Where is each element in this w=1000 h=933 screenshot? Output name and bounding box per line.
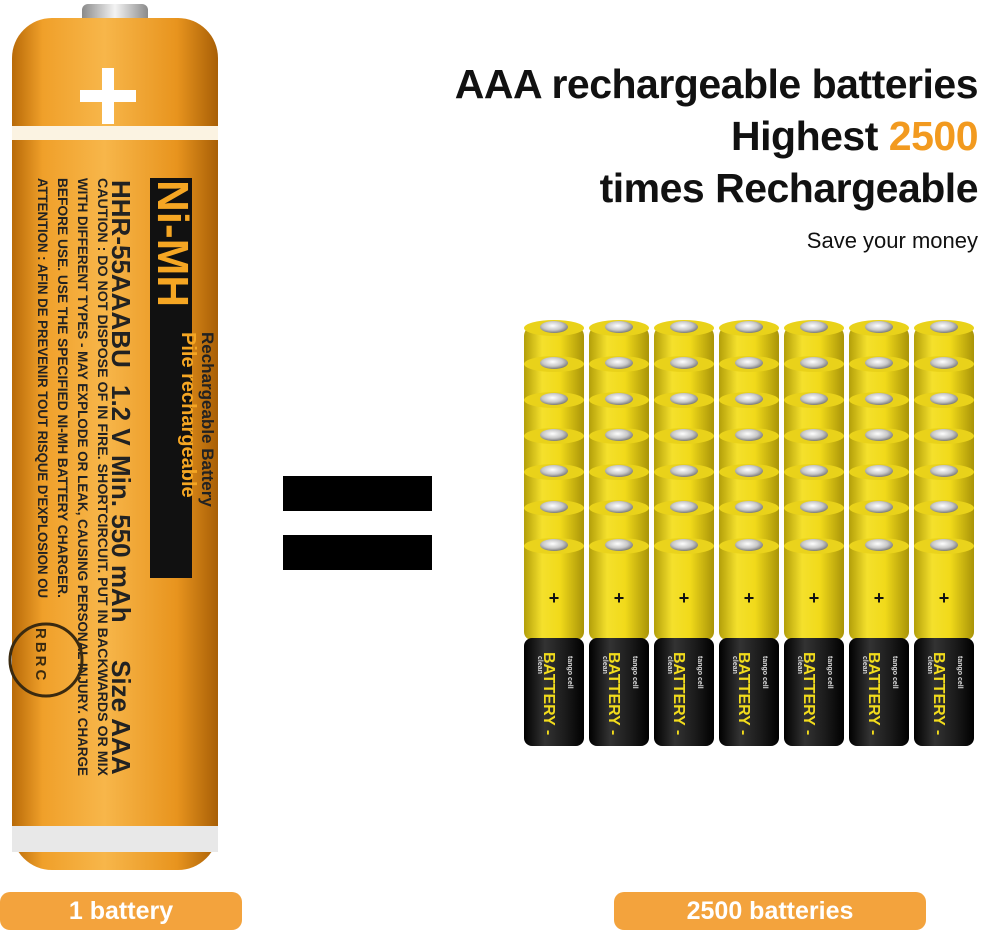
headline-accent-number: 2500 xyxy=(888,113,979,159)
battery-model: HHR-55AAABU xyxy=(106,180,136,368)
battery-small-text-top: clean xyxy=(601,656,608,674)
battery-main-text: BATTERY - xyxy=(735,652,752,735)
label-2500-batteries: 2500 batteries xyxy=(614,892,926,930)
plus-icon: + xyxy=(679,588,690,608)
headline-line-1: AAA rechargeable batteries xyxy=(454,61,979,107)
equals-bar-bottom xyxy=(283,535,432,570)
battery-caution-3: BEFORE USE. USE THE SPECIFIED NI-MH BATT… xyxy=(55,178,70,598)
battery-small-text-top: clean xyxy=(861,656,868,674)
battery-small-text-bottom: tango cell xyxy=(826,656,833,689)
battery-small-text-bottom: tango cell xyxy=(956,656,963,689)
battery-type-fr: Pile rechargeable xyxy=(177,332,199,498)
plus-icon: + xyxy=(939,588,950,608)
label-one-battery: 1 battery xyxy=(0,892,242,930)
battery-small-text-bottom: tango cell xyxy=(631,656,638,689)
battery-small-text-top: clean xyxy=(731,656,738,674)
battery-main-text: BATTERY - xyxy=(670,652,687,735)
plus-icon xyxy=(80,68,136,124)
battery-voltage: 1.2 V xyxy=(106,385,136,446)
plus-icon: + xyxy=(549,588,560,608)
battery-main-text: BATTERY - xyxy=(865,652,882,735)
plus-icon: + xyxy=(809,588,820,608)
headline-line-2: Highest 2500 xyxy=(338,110,978,162)
battery-small-text-top: clean xyxy=(666,656,673,674)
recycle-seal: RBRC xyxy=(8,622,84,698)
battery-small-text-bottom: tango cell xyxy=(761,656,768,689)
battery-caution-2: WITH DIFFERENT TYPES - MAY EXPLODE OR LE… xyxy=(75,178,90,776)
battery-type-en: Rechargeable Battery xyxy=(198,332,217,507)
recycle-seal-text: RBRC xyxy=(32,628,49,683)
battery-caution-1: CAUTION : DO NOT DISPOSE OF IN FIRE. SHO… xyxy=(95,178,110,776)
battery-main-text: BATTERY - xyxy=(800,652,817,735)
headline-subtitle: Save your money xyxy=(806,228,978,253)
headline-line-3: times Rechargeable xyxy=(599,165,979,211)
battery-label-black-box xyxy=(150,178,192,578)
battery-top-band xyxy=(12,126,218,140)
headline: AAA rechargeable batteries Highest 2500 … xyxy=(338,58,979,254)
battery-caution-4: ATTENTION : AFIN DE PREVENIR TOUT RISQUE… xyxy=(35,178,50,598)
battery-main-text: BATTERY - xyxy=(540,652,557,735)
battery-small-text-top: clean xyxy=(926,656,933,674)
battery-main-text: BATTERY - xyxy=(605,652,622,735)
battery-small-text-bottom: tango cell xyxy=(566,656,573,689)
battery-bottom-band xyxy=(12,826,218,852)
battery-small-text-bottom: tango cell xyxy=(696,656,703,689)
equals-bar-top xyxy=(283,476,432,511)
battery-capacity: Min. 550 mAh xyxy=(106,455,136,623)
battery-small-text-bottom: tango cell xyxy=(891,656,898,689)
single-battery: Ni-MH Rechargeable Battery Pile recharge… xyxy=(8,4,218,870)
battery-main-text: BATTERY - xyxy=(930,652,947,735)
plus-icon: + xyxy=(874,588,885,608)
battery-brand: Ni-MH xyxy=(148,180,197,307)
plus-icon: + xyxy=(744,588,755,608)
battery-size: Size AAA xyxy=(106,660,136,775)
headline-line-2-prefix: Highest xyxy=(731,113,889,159)
plus-icon: + xyxy=(614,588,625,608)
battery-small-text-top: clean xyxy=(536,656,543,674)
battery-small-text-top: clean xyxy=(796,656,803,674)
